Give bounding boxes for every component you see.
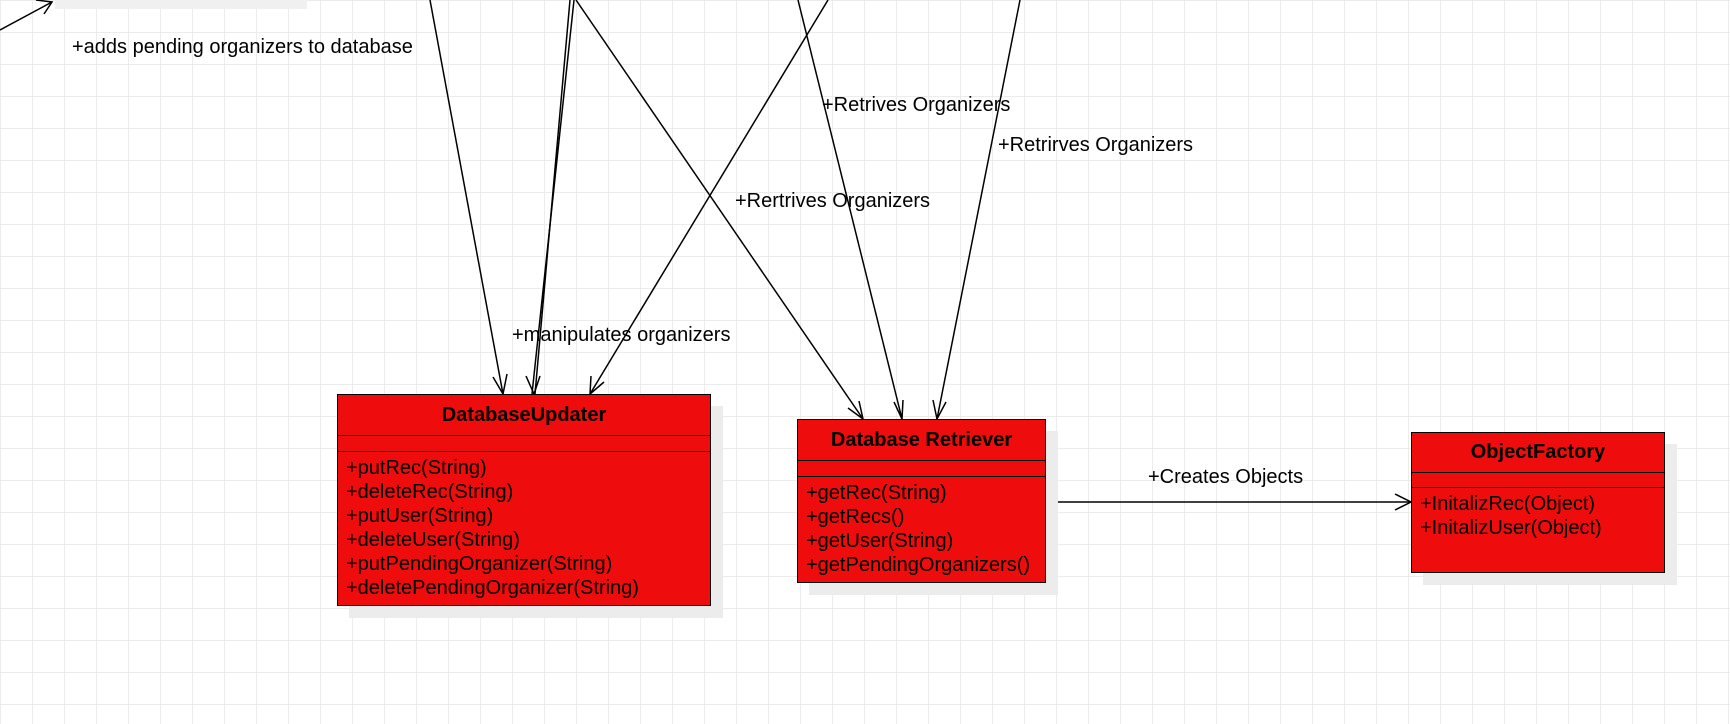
class-object-factory[interactable]: ObjectFactory +InitalizRec(Object) +Init… [1411,432,1665,573]
class-title: DatabaseUpdater [338,395,710,436]
label-retrives-organizers: +Retrives Organizers [822,94,1011,116]
label-creates-objects: +Creates Objects [1148,466,1304,488]
operation: +putUser(String) [346,505,494,527]
partial-shape-top[interactable] [55,0,307,9]
class-title: Database Retriever [798,420,1045,461]
operation: +InitalizRec(Object) [1420,493,1596,515]
class-database-retriever[interactable]: Database Retriever +getRec(String) +getR… [797,419,1046,583]
class-attributes-compartment [1412,473,1664,488]
arrowhead-top-left [35,0,54,15]
operation: +deleteUser(String) [346,529,520,551]
label-adds-pending: +adds pending organizers to database [72,36,413,58]
edge-to-retriever-1 [575,0,864,420]
edge-top-left [0,1,53,31]
operation: +putPendingOrganizer(String) [346,553,613,575]
edge-to-retriever-3 [936,0,1021,420]
edge-to-retriever-2 [797,0,903,420]
edge-to-updater-3 [589,0,829,395]
operation: +getRec(String) [806,482,947,504]
edge-to-updater-2b [531,0,575,395]
operation: +getPendingOrganizers() [806,554,1031,576]
operation: +putRec(String) [346,457,487,479]
class-attributes-compartment [798,461,1045,477]
label-manipulates-organizers: +manipulates organizers [512,324,731,346]
operation: +getUser(String) [806,530,954,552]
class-operations: +getRec(String) +getRecs() +getUser(Stri… [798,477,1045,577]
edge-to-updater-1 [429,0,504,395]
label-retrirves-organizers: +Retrirves Organizers [998,134,1194,156]
class-operations: +putRec(String) +deleteRec(String) +putU… [338,452,710,600]
operation: +InitalizUser(Object) [1420,517,1602,539]
operation: +deletePendingOrganizer(String) [346,577,639,599]
operation: +deleteRec(String) [346,481,514,503]
class-database-updater[interactable]: DatabaseUpdater +putRec(String) +deleteR… [337,394,711,606]
class-attributes-compartment [338,436,710,452]
class-title: ObjectFactory [1412,433,1664,473]
arrowhead-updater-3 [589,375,605,396]
operation: +getRecs() [806,506,905,528]
label-rertrives-organizers: +Rertrives Organizers [735,190,931,212]
class-operations: +InitalizRec(Object) +InitalizUser(Objec… [1412,488,1664,540]
